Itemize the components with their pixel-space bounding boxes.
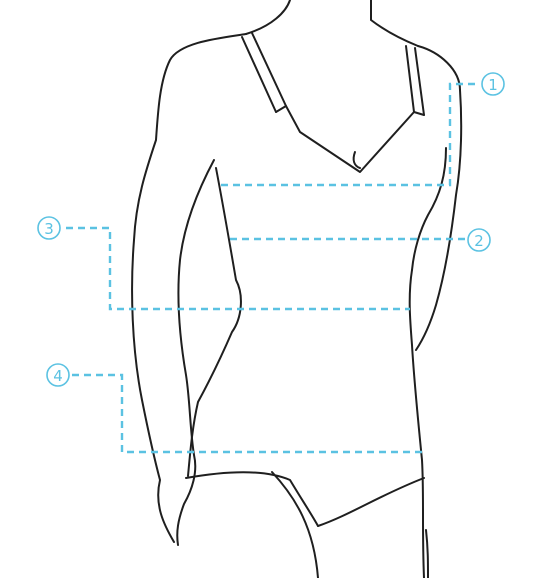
torso-left-side: [187, 167, 242, 477]
neck-left-outline: [245, 0, 291, 35]
left-arm-inner: [176, 159, 215, 546]
torso-right-side: [408, 269, 425, 578]
right-strap-outer: [405, 45, 415, 113]
marker-2-label: 2: [474, 232, 484, 250]
measure-line-3: [66, 226, 410, 311]
left-strap-inner: [251, 32, 287, 107]
left-leg-opening: [185, 471, 319, 527]
right-strap-inner: [414, 47, 425, 116]
marker-1-circle: [481, 72, 505, 96]
marker-4: 4: [46, 363, 70, 387]
neck-right-outline: [370, 0, 419, 47]
marker-3-label: 3: [44, 220, 54, 238]
right-leg-opening: [317, 477, 425, 527]
marker-4-label: 4: [53, 367, 63, 385]
measurement-lines: [66, 82, 480, 454]
marker-4-circle: [46, 363, 70, 387]
left-strap-outer: [241, 36, 277, 113]
cleavage-detail: [352, 151, 361, 169]
right-thigh: [425, 529, 429, 578]
left-thigh: [271, 471, 319, 578]
marker-1-label: 1: [488, 76, 498, 94]
marker-2: 2: [467, 228, 491, 252]
left-arm-outer: [131, 33, 247, 543]
measure-line-1: [221, 82, 480, 187]
right-shoulder: [417, 45, 461, 91]
marker-2-circle: [467, 228, 491, 252]
marker-3-circle: [37, 216, 61, 240]
right-arm-outer: [415, 89, 463, 351]
marker-3: 3: [37, 216, 61, 240]
right-arm-inner: [411, 147, 447, 271]
neckline: [275, 105, 425, 173]
marker-1: 1: [481, 72, 505, 96]
body-figure: [131, 0, 463, 578]
measure-line-4: [72, 373, 422, 454]
